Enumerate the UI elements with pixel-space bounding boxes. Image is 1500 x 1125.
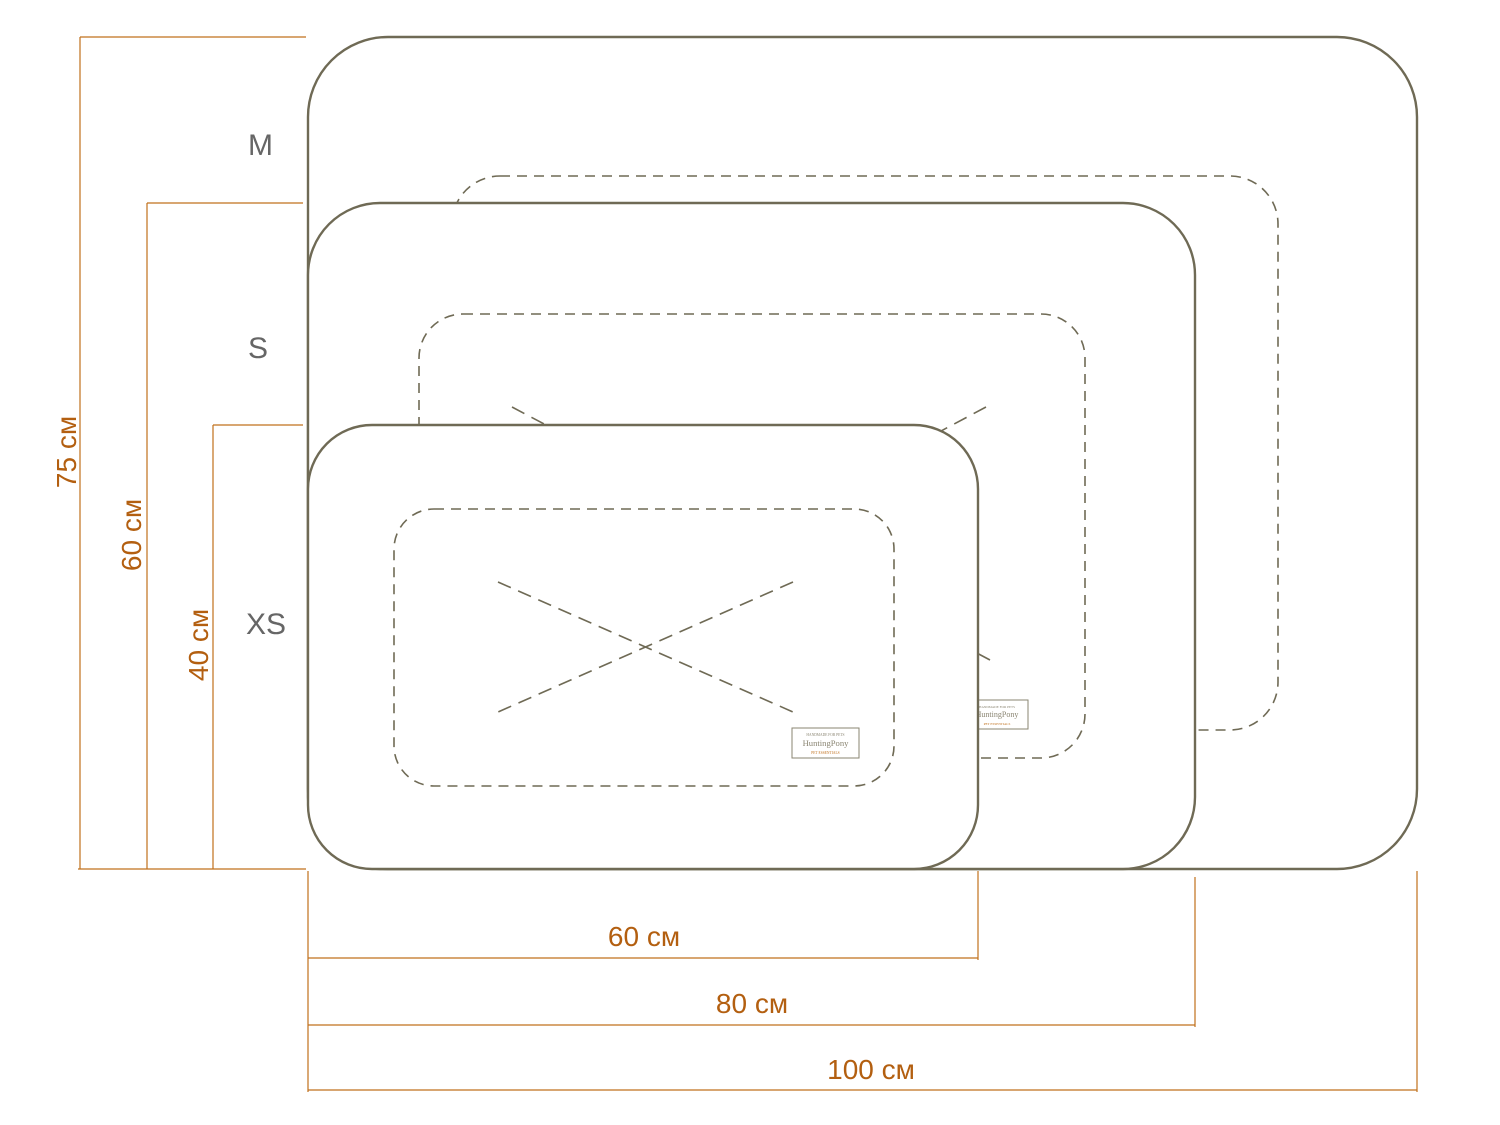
height-dimension-s [146,202,303,869]
brand-tag-bottom-line: PET ESSENTIALS [984,722,1011,726]
height-label-xs: 40 см [183,609,214,681]
brand-tag-bottom-line: PET ESSENTIALS [811,751,839,755]
height-dimension-m [79,36,306,869]
size-label-m: M [248,129,273,162]
brand-tag-name: HuntingPony [976,710,1019,719]
width-label-xs: 60 см [608,921,680,952]
height-dimension-xs [212,424,303,869]
height-label-s: 60 см [116,499,147,571]
size-label-xs: XS [246,608,286,641]
mat-xs-outline [306,423,980,871]
size-label-s: S [248,332,268,365]
width-label-s: 80 см [716,988,788,1019]
width-label-m: 100 см [827,1054,915,1085]
mat-xs-brand-tag: HANDMADE FOR PETS HuntingPony PET ESSENT… [791,727,860,759]
brand-tag-top-line: HANDMADE FOR PETS [806,733,844,737]
width-dimension-m [308,871,1418,1092]
mat-xs-stitching [393,508,895,787]
mat-xs-cross-line [497,581,794,713]
brand-tag-top-line: HANDMADE FOR PETS [979,705,1015,709]
width-dimension-xs [308,871,979,960]
mat-xs: HANDMADE FOR PETS HuntingPony PET ESSENT… [306,423,980,871]
brand-tag-name: HuntingPony [803,738,850,748]
height-label-m: 75 см [51,416,82,488]
width-dimension-s [308,877,1196,1027]
